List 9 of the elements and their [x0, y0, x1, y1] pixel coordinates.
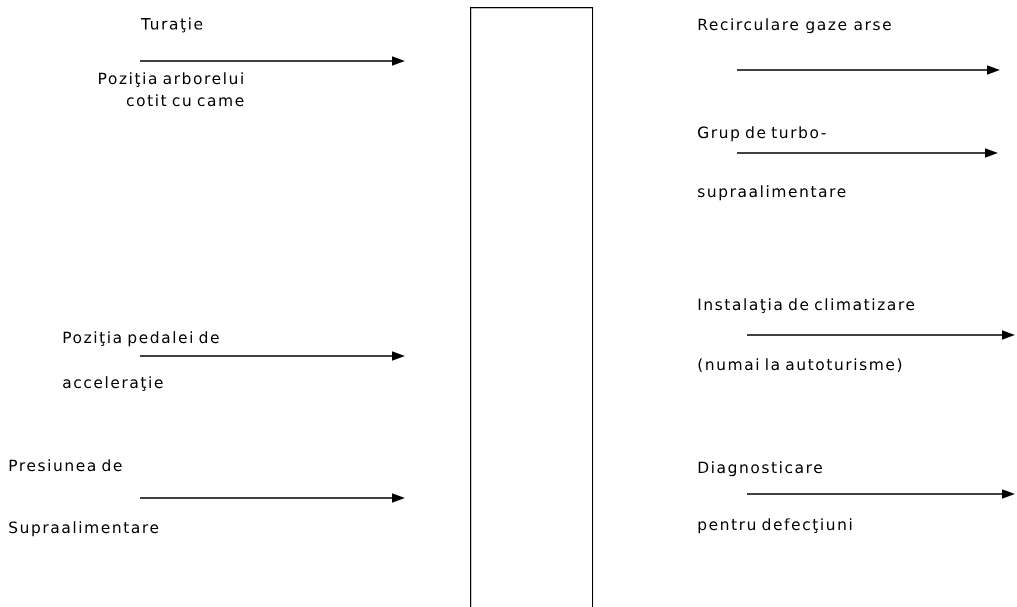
- signal-label: Diagnosticare pentru defecţiuni: [698, 461, 852, 534]
- signal-label: Presiunea de Supraalimentare: [9, 459, 159, 537]
- signal-label: Recirculare gaze arse: [698, 18, 891, 34]
- signal-label: Instalaţia de climatizare (numai la autoturisme): [698, 298, 915, 372]
- signal-label: Grup de turbo- supraalimentare: [698, 126, 846, 201]
- signal-label: Poziţia pedalei de acceleraţie: [63, 331, 219, 391]
- control-unit-box: [470, 7, 594, 607]
- signal-label: Poziţia arborelui cotit cu came: [99, 72, 244, 107]
- signal-label: Turaţie: [140, 17, 203, 33]
